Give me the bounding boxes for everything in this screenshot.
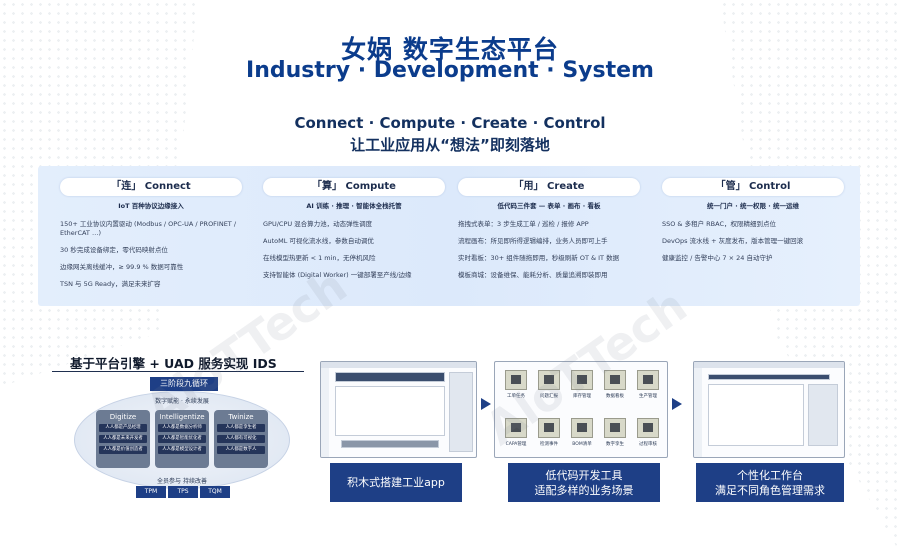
tile-icon	[571, 418, 593, 438]
caption-workbench: 个性化工作台 满足不同角色管理需求	[696, 463, 844, 502]
tile-icon	[538, 370, 560, 390]
caption-app-builder: 积木式搭建工业app	[330, 463, 462, 502]
screenshot-properties-panel	[449, 372, 473, 452]
caption-line: 低代码开发工具	[545, 468, 623, 482]
column-connect: 「连」 Connect IoT 百种协议边缘接入 150+ 工业协议内置驱动 (…	[60, 178, 242, 297]
tile-icon	[604, 370, 626, 390]
caption-line: 满足不同角色管理需求	[715, 483, 825, 497]
tile-icon	[637, 418, 659, 438]
column-tag: 统一门户 · 统一权限 · 统一运维	[707, 202, 799, 210]
stage-row: 人人都是智能优化者	[158, 435, 206, 443]
lowcode-tiles-screenshot: 工单任务 问题汇报 库存管理 数据看板 生产管理 CAPA管理 检测事件 BOM…	[494, 361, 668, 458]
column-label: 「管」 Control	[662, 178, 844, 196]
improve-label: 全员参与 持续改善	[157, 478, 207, 485]
screenshot-header-panel	[708, 374, 830, 380]
feature-item: 30 秒完成设备绑定，零代码映射点位	[60, 246, 168, 254]
column-compute: 「算」 Compute AI 训练 · 推理 · 智能体全栈托管 GPU/CPU…	[263, 178, 445, 288]
feature-item: 在线模型热更新 < 1 min，无停机风险	[263, 254, 376, 262]
screenshot-grid-panel	[708, 384, 804, 446]
tagline-en: Connect · Compute · Create · Control	[294, 114, 606, 132]
caption-line: 适配多样的业务场景	[534, 483, 634, 497]
tile-icon	[505, 418, 527, 438]
tile-label: 数字孪生	[606, 442, 624, 447]
feature-item: DevOps 流水线 + 灰度发布，版本管理一键回滚	[662, 237, 804, 245]
tile-label: BOM清单	[572, 442, 592, 447]
column-tag: AI 训练 · 推理 · 智能体全栈托管	[306, 202, 402, 210]
caption-lowcode: 低代码开发工具 适配多样的业务场景	[508, 463, 660, 502]
tile-icon	[604, 418, 626, 438]
platform-title: 基于平台引擎 + UAD 服务实现 IDS	[70, 356, 277, 371]
tagline-cn: 让工业应用从“想法”即刻落地	[350, 136, 550, 154]
column-label: 「用」 Create	[458, 178, 640, 196]
screenshot-properties-panel	[808, 384, 838, 446]
growth-label: 数字赋能 · 永续发展	[155, 398, 209, 405]
feature-item: 实时看板：30+ 组件随拖即用，秒级刷新 OT & IT 数据	[458, 254, 620, 262]
feature-item: 边缘网关离线缓冲，≥ 99.9 % 数据可靠性	[60, 263, 184, 271]
stage-row: 人人都是数字人	[217, 446, 265, 454]
screenshot-toolbar	[321, 362, 476, 368]
stage-name: Twinize	[228, 413, 254, 421]
feature-item: AutoML 可视化流水线，参数自动调优	[263, 237, 374, 245]
title-en: Industry · Development · System	[246, 58, 654, 83]
tile-icon	[571, 370, 593, 390]
screenshot-form-panel	[335, 386, 445, 436]
screenshot-sidebar	[694, 368, 702, 457]
screenshot-header-panel	[335, 372, 445, 382]
stage-twinize: Twinize 人人都是孪生者 人人都有可视化 人人都是数字人	[214, 410, 268, 468]
caption-line: 个性化工作台	[737, 468, 803, 482]
feature-item: TSN 与 5G Ready，满足未来扩容	[60, 280, 161, 288]
stage-row: 人人都是孪生者	[217, 424, 265, 432]
feature-item: 150+ 工业协议内置驱动 (Modbus / OPC-UA / PROFINE…	[60, 220, 237, 237]
tile-label: 检测事件	[540, 442, 558, 447]
arrow-right-icon	[481, 398, 491, 410]
column-create: 「用」 Create 低代码三件套 — 表单 · 画布 · 看板 拖拽式表单：3…	[458, 178, 640, 288]
feature-item: 拖拽式表单：3 步生成工单 / 巡检 / 报修 APP	[458, 220, 589, 228]
arrow-right-icon	[672, 398, 682, 410]
tile-label: 工单任务	[507, 394, 525, 399]
stage-name: Intelligentize	[159, 413, 205, 421]
cycle-label: 三阶段九循环	[150, 377, 218, 391]
column-control: 「管」 Control 统一门户 · 统一权限 · 统一运维 SSO & 多租户…	[662, 178, 844, 271]
tile-label: 生产管理	[639, 394, 657, 399]
feature-item: 模板商城：设备维保、能耗分析、质量追溯即装即用	[458, 271, 608, 279]
tile-label: 问题汇报	[540, 394, 558, 399]
tile-icon	[538, 418, 560, 438]
feature-item: 支持智能体 (Digital Worker) 一键部署至产线/边缘	[263, 271, 412, 279]
stage-name: Digitize	[109, 413, 137, 421]
screenshot-sidebar	[321, 368, 329, 457]
feature-item: GPU/CPU 混合算力池，动态弹性调度	[263, 220, 373, 228]
stage-row: 人人都是模型设计者	[158, 446, 206, 454]
stage-row: 人人都是产品经理	[99, 424, 147, 432]
feature-item: 健康监控 / 告警中心 7 × 24 自动守护	[662, 254, 773, 262]
feature-item: 流程画布：所见即所得逻辑编排，业务人员即可上手	[458, 237, 608, 245]
screenshot-grid-panel	[341, 440, 439, 448]
ids-diagram: 三阶段九循环 数字赋能 · 永续发展 Digitize 人人都是产品经理 人人都…	[68, 373, 296, 505]
app-builder-screenshot	[320, 361, 477, 458]
column-tag: 低代码三件套 — 表单 · 画布 · 看板	[497, 202, 601, 210]
tile-icon	[637, 370, 659, 390]
method-tpm: TPM	[136, 486, 166, 498]
method-tqm: TQM	[200, 486, 230, 498]
column-label: 「连」 Connect	[60, 178, 242, 196]
stage-row: 人人都是数据分析师	[158, 424, 206, 432]
stage-intelligentize: Intelligentize 人人都是数据分析师 人人都是智能优化者 人人都是模…	[155, 410, 209, 468]
feature-item: SSO & 多租户 RBAC，权限精细到点位	[662, 220, 776, 228]
tile-label: 库存管理	[573, 394, 591, 399]
method-tps: TPS	[168, 486, 198, 498]
title-cn: 女娲 数字生态平台	[341, 35, 559, 64]
stage-digitize: Digitize 人人都是产品经理 人人都是未来开发者 人人都是价值创造者	[96, 410, 150, 468]
tile-label: CAPA管理	[505, 442, 527, 447]
screenshot-toolbar	[694, 362, 844, 368]
caption-line: 积木式搭建工业app	[347, 476, 445, 489]
stage-row: 人人都是未来开发者	[99, 435, 147, 443]
tile-icon	[505, 370, 527, 390]
stage-row: 人人都有可视化	[217, 435, 265, 443]
tile-label: 过程审核	[639, 442, 657, 447]
column-label: 「算」 Compute	[263, 178, 445, 196]
stage-row: 人人都是价值创造者	[99, 446, 147, 454]
tile-label: 数据看板	[606, 394, 624, 399]
platform-title-underline	[52, 371, 304, 372]
workbench-screenshot	[693, 361, 845, 458]
column-tag: IoT 百种协议边缘接入	[118, 202, 184, 210]
